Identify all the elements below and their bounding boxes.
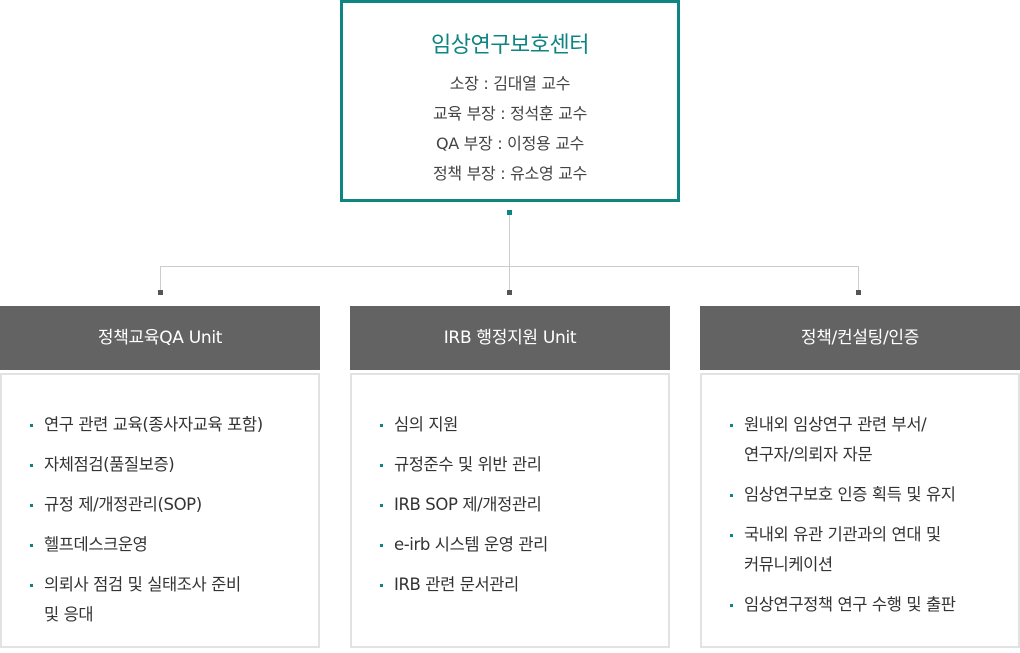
director-line: 소장 : 김대열 교수 <box>449 74 571 93</box>
list-item: 자체점검(품질보증) <box>30 450 308 480</box>
bullet-icon <box>380 504 383 507</box>
list-item: 규정준수 및 위반 관리 <box>380 450 658 480</box>
bullet-icon <box>380 544 383 547</box>
connector-dot-right <box>856 290 861 295</box>
center-box: 임상연구보호센터 소장 : 김대열 교수 교육 부장 : 정석훈 교수 QA 부… <box>340 0 680 202</box>
bullet-icon <box>30 544 33 547</box>
connector-middle <box>509 266 510 292</box>
unit-body-policy-consulting-cert: 원내외 임상연구 관련 부서/ 연구자/의뢰자 자문 임상연구보호 인증 획득 … <box>700 373 1020 648</box>
connector-right <box>858 266 859 292</box>
list-item: 원내외 임상연구 관련 부서/ 연구자/의뢰자 자문 <box>730 410 1008 470</box>
bullet-icon <box>730 424 733 427</box>
connector-dot-middle <box>507 290 512 295</box>
unit-header-policy-consulting-cert: 정책/컨설팅/인증 <box>700 306 1020 370</box>
policy-head-line: 정책 부장 : 유소영 교수 <box>432 164 587 183</box>
list-item: IRB SOP 제/개정관리 <box>380 490 658 520</box>
connector-dot-top <box>507 210 512 215</box>
unit-list: 심의 지원 규정준수 및 위반 관리 IRB SOP 제/개정관리 e-irb … <box>380 410 658 610</box>
list-item: 임상연구정책 연구 수행 및 출판 <box>730 590 1008 620</box>
bullet-icon <box>380 464 383 467</box>
connector-dot-left <box>158 290 163 295</box>
list-item: 헬프데스크운영 <box>30 530 308 560</box>
unit-list: 원내외 임상연구 관련 부서/ 연구자/의뢰자 자문 임상연구보호 인증 획득 … <box>730 410 1008 630</box>
unit-header-irb-admin: IRB 행정지원 Unit <box>350 306 670 370</box>
unit-body-policy-education-qa: 연구 관련 교육(종사자교육 포함) 자체점검(품질보증) 규정 제/개정관리(… <box>0 373 320 648</box>
bullet-icon <box>380 584 383 587</box>
connector-vertical-main <box>509 212 510 266</box>
list-item: e-irb 시스템 운영 관리 <box>380 530 658 560</box>
bullet-icon <box>30 584 33 587</box>
qa-head-line: QA 부장 : 이정용 교수 <box>435 134 585 153</box>
list-item: 국내외 유관 기관과의 연대 및 커뮤니케이션 <box>730 520 1008 580</box>
center-title: 임상연구보호센터 <box>431 33 589 58</box>
list-item: 규정 제/개정관리(SOP) <box>30 490 308 520</box>
list-item: 임상연구보호 인증 획득 및 유지 <box>730 480 1008 510</box>
unit-list: 연구 관련 교육(종사자교육 포함) 자체점검(품질보증) 규정 제/개정관리(… <box>30 410 308 640</box>
list-item: 의뢰사 점검 및 실태조사 준비 및 응대 <box>30 570 308 630</box>
list-item: 심의 지원 <box>380 410 658 440</box>
bullet-icon <box>30 504 33 507</box>
bullet-icon <box>30 464 33 467</box>
bullet-icon <box>30 424 33 427</box>
bullet-icon <box>730 494 733 497</box>
connector-left <box>160 266 161 292</box>
unit-body-irb-admin: 심의 지원 규정준수 및 위반 관리 IRB SOP 제/개정관리 e-irb … <box>350 373 670 648</box>
unit-header-policy-education-qa: 정책교육QA Unit <box>0 306 320 370</box>
list-item: 연구 관련 교육(종사자교육 포함) <box>30 410 308 440</box>
list-item: IRB 관련 문서관리 <box>380 570 658 600</box>
bullet-icon <box>380 424 383 427</box>
bullet-icon <box>730 604 733 607</box>
education-head-line: 교육 부장 : 정석훈 교수 <box>432 104 587 123</box>
bullet-icon <box>730 534 733 537</box>
